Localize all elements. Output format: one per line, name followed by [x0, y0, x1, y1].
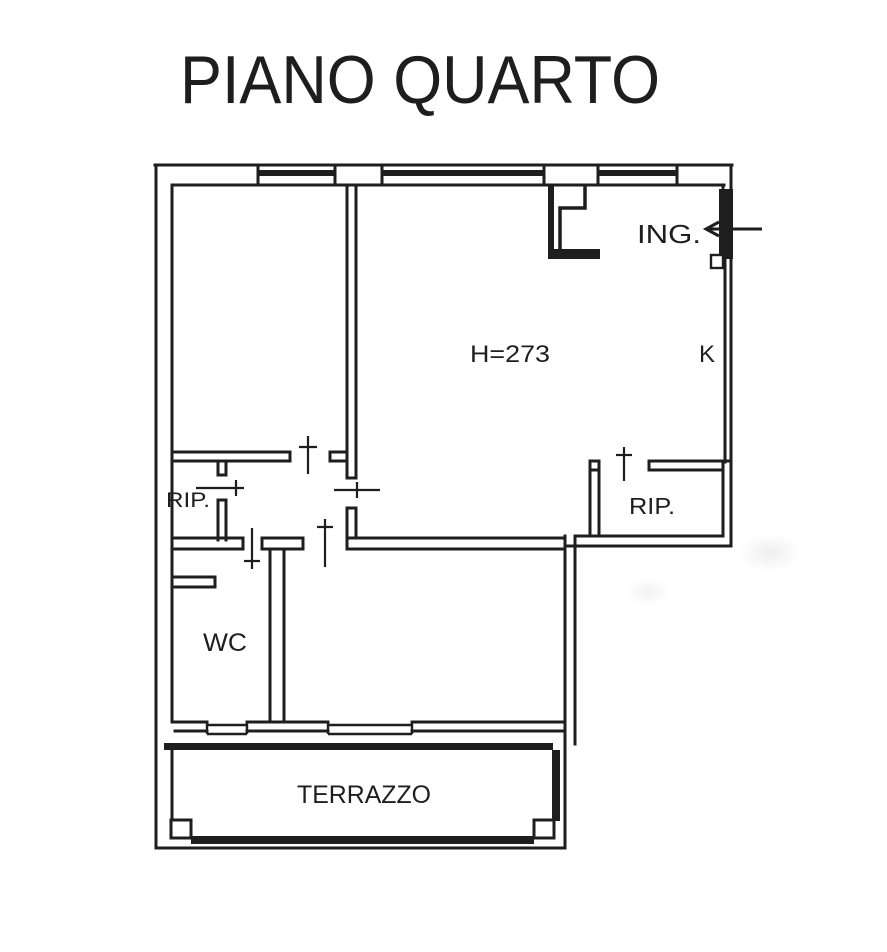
terrace-top-wall: [164, 743, 553, 750]
terrace-pilaster-left: [169, 818, 193, 840]
entrance-door-jamb: [709, 253, 725, 270]
window-living-room: [382, 170, 544, 176]
terrace-windows: [205, 722, 414, 736]
label-kitchen: K: [699, 341, 715, 368]
window-bedroom-left: [258, 170, 335, 176]
label-ceiling-height: H=273: [470, 341, 550, 368]
label-storage-right: RIP.: [629, 493, 675, 519]
label-terrace: TERRAZZO: [297, 781, 431, 809]
terrace-right-wall: [552, 750, 560, 821]
label-wc: WC: [203, 629, 247, 657]
window-kitchen: [598, 170, 677, 176]
page-title: PIANO QUARTO: [180, 42, 660, 118]
interior-walls: [173, 185, 733, 724]
entrance-arrow-icon: [702, 220, 762, 238]
terrace-structure: [164, 743, 560, 844]
flue-duct: [548, 185, 600, 259]
door-symbols: [196, 436, 632, 569]
windows: [258, 170, 677, 176]
entrance-door-leaf: [719, 189, 733, 259]
label-entrance: ING.: [637, 219, 701, 249]
terrace-pilaster-right: [532, 818, 556, 840]
label-storage-left: RIP.: [166, 489, 210, 512]
terrace-bottom-wall: [191, 836, 534, 844]
